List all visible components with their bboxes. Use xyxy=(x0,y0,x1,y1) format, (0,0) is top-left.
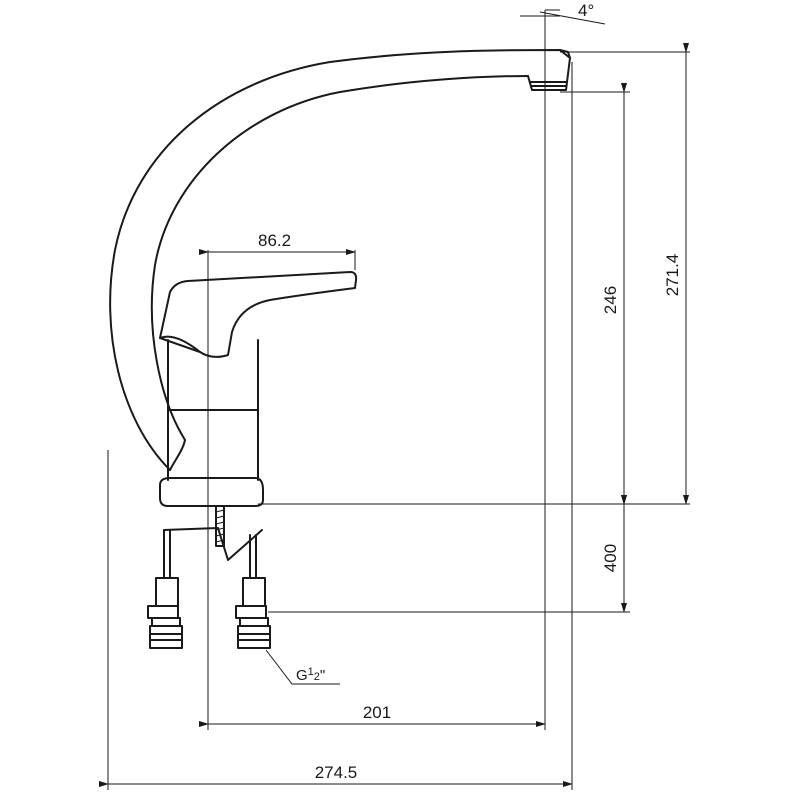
thread-leader xyxy=(265,649,340,685)
angle-lines xyxy=(520,11,606,25)
hose-right xyxy=(249,534,257,581)
thread-suffix: " xyxy=(320,667,325,684)
dim-274-label: 274.5 xyxy=(315,763,358,782)
dim-angle-label: 4° xyxy=(578,1,594,20)
spout-inner xyxy=(150,75,529,441)
dim-201-label: 201 xyxy=(363,703,391,722)
thread-prefix: G xyxy=(296,667,308,684)
supply-hoses xyxy=(147,527,271,649)
dim-86-label: 86.2 xyxy=(258,231,291,250)
body-cylinder xyxy=(167,339,259,481)
thread-denominator: 2 xyxy=(314,671,320,683)
break-line xyxy=(163,527,263,561)
thread-label: G12" xyxy=(296,666,325,684)
aerator xyxy=(529,81,567,87)
dim-246-label: 246 xyxy=(601,286,620,314)
faucet-body xyxy=(109,49,571,547)
thread-numerator: 1 xyxy=(308,666,314,678)
spout-base xyxy=(169,439,186,471)
handle-face xyxy=(159,335,201,353)
hose-left xyxy=(163,529,171,581)
dim-400-label: 400 xyxy=(601,544,620,572)
stud-thread xyxy=(215,509,225,543)
base-plate xyxy=(159,477,264,507)
fitting-left xyxy=(147,577,183,649)
handle-lever xyxy=(159,271,358,358)
dim-271-label: 271.4 xyxy=(663,254,682,297)
spout-tip xyxy=(527,49,571,91)
dimensions: 4° 86.2 246 271.4 400 201 274.5 G12" xyxy=(99,1,690,790)
mounting-stud xyxy=(215,505,225,547)
fitting-right xyxy=(235,577,271,649)
extension-lines xyxy=(107,9,690,790)
spout-outer xyxy=(109,49,571,471)
